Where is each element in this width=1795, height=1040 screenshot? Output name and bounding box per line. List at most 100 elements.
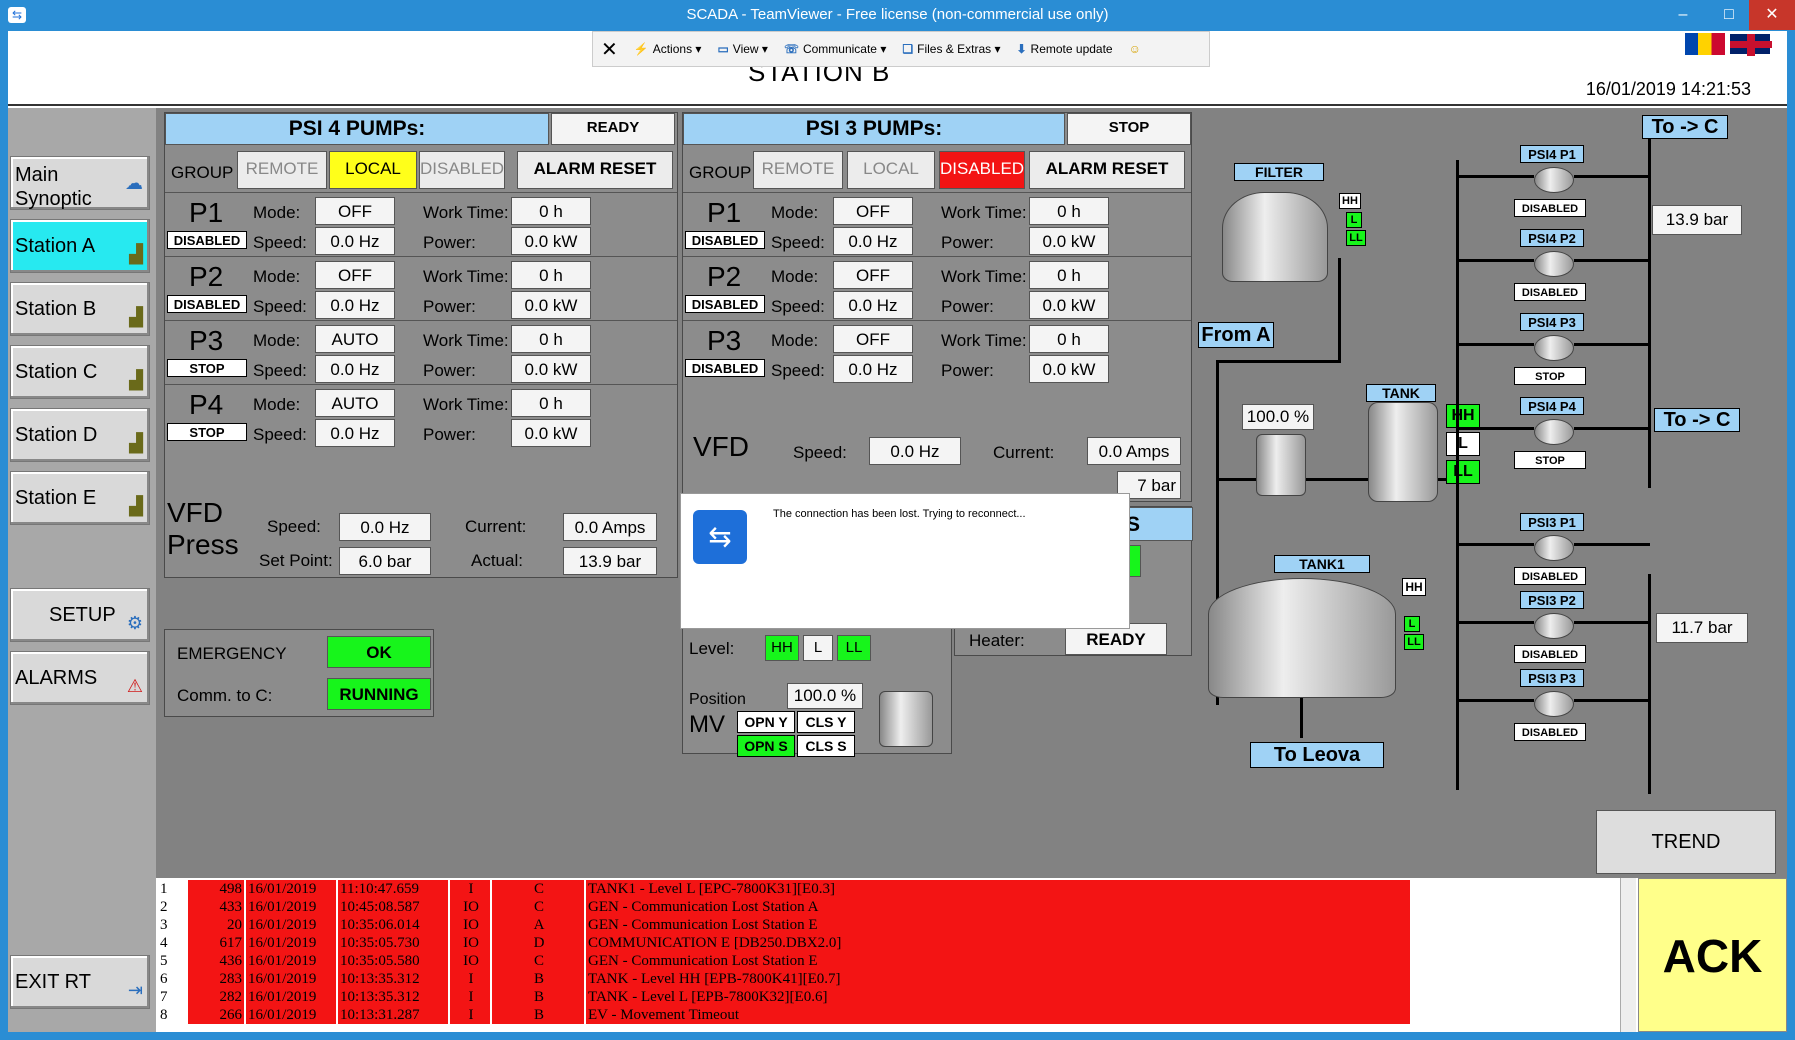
psi3-alarm-reset-button[interactable]: ALARM RESET bbox=[1029, 151, 1185, 189]
alarm-cell: 433 bbox=[188, 898, 244, 916]
factory-icon: ▟ bbox=[129, 433, 143, 453]
mv-cls-s-button[interactable]: CLS S bbox=[797, 735, 855, 757]
to-c-label-2: To -> C bbox=[1654, 408, 1740, 432]
alarm-cell: 2 bbox=[158, 898, 186, 916]
maximize-button[interactable]: □ bbox=[1724, 6, 1734, 23]
pump-icon bbox=[1534, 251, 1574, 277]
position-label: Position bbox=[689, 691, 746, 708]
pump-mode-value[interactable]: OFF bbox=[315, 197, 395, 225]
scada-header: STATION B 16/01/2019 14:21:53 ✕ ⚡Actions… bbox=[8, 31, 1787, 106]
alarm-cell: IO bbox=[450, 916, 490, 934]
mv-opn-s-button[interactable]: OPN S bbox=[737, 735, 795, 757]
trend-button[interactable]: TREND bbox=[1596, 810, 1776, 874]
smiley-icon[interactable]: ☺ bbox=[1128, 42, 1141, 56]
pipe bbox=[1458, 175, 1534, 178]
nav-station-b[interactable]: Station B▟ bbox=[10, 282, 150, 336]
files-menu[interactable]: ❏Files & Extras ▾ bbox=[902, 42, 1001, 56]
alarm-scrollbar[interactable] bbox=[1620, 878, 1636, 1032]
toolbar-close-icon[interactable]: ✕ bbox=[601, 38, 618, 61]
synoptic-pump-label: PSI4 P3 bbox=[1520, 313, 1584, 331]
tank1-l-indicator: L bbox=[1404, 616, 1420, 632]
minimize-button[interactable]: – bbox=[1678, 6, 1688, 23]
moldova-flag-icon[interactable] bbox=[1685, 33, 1725, 55]
pipe bbox=[1574, 543, 1650, 546]
pump-mode-value[interactable]: OFF bbox=[833, 261, 913, 289]
pump-power-value: 0.0 kW bbox=[1029, 227, 1109, 255]
language-flags[interactable] bbox=[1685, 33, 1775, 56]
uk-flag-icon[interactable] bbox=[1729, 33, 1772, 56]
alarm-cell: 10:45:08.587 bbox=[338, 898, 448, 916]
pump-mode-value[interactable]: OFF bbox=[833, 197, 913, 225]
psi3-vfd-speed-value: 0.0 Hz bbox=[869, 437, 961, 465]
nav-station-c[interactable]: Station C▟ bbox=[10, 345, 150, 399]
psi3-disabled-button[interactable]: DISABLED bbox=[939, 151, 1025, 189]
control-valve-icon bbox=[1256, 434, 1306, 496]
alarm-cell: B bbox=[492, 988, 584, 1006]
psi4-alarm-reset-button[interactable]: ALARM RESET bbox=[517, 151, 673, 189]
synoptic-pump-label: PSI4 P1 bbox=[1520, 145, 1584, 163]
mv-opn-y-button[interactable]: OPN Y bbox=[737, 711, 795, 733]
nav-station-e[interactable]: Station E▟ bbox=[10, 471, 150, 525]
pipe bbox=[1458, 621, 1534, 624]
setup-button[interactable]: SETUP⚙ bbox=[10, 588, 150, 642]
nav-main-synoptic[interactable]: Main Synoptic☁ bbox=[10, 156, 150, 210]
exit-rt-button[interactable]: EXIT RT⇥ bbox=[10, 955, 150, 1009]
pump-power-value: 0.0 kW bbox=[511, 291, 591, 319]
pump-speed-value: 0.0 Hz bbox=[833, 291, 913, 319]
psi4-disabled-button[interactable]: DISABLED bbox=[419, 151, 505, 189]
psi3-remote-button[interactable]: REMOTE bbox=[753, 151, 843, 189]
pump-icon bbox=[1534, 613, 1574, 639]
alarm-cell: 16/01/2019 bbox=[246, 1006, 336, 1024]
pump-mode-value[interactable]: AUTO bbox=[315, 325, 395, 353]
pump-speed-value: 0.0 Hz bbox=[315, 227, 395, 255]
pipe bbox=[1458, 343, 1534, 346]
pump-work-value: 0 h bbox=[511, 197, 591, 225]
pump-mode-value[interactable]: AUTO bbox=[315, 389, 395, 417]
remote-update-button[interactable]: ⬇Remote update bbox=[1016, 42, 1113, 56]
mode-label: Mode: bbox=[771, 331, 819, 350]
vfd-setpoint-value[interactable]: 6.0 bar bbox=[339, 547, 431, 575]
cloud-icon: ☁ bbox=[125, 173, 143, 193]
tank1-label: TANK1 bbox=[1274, 555, 1370, 573]
pipe bbox=[1574, 621, 1650, 624]
alarm-cell: 617 bbox=[188, 934, 244, 952]
warning-icon: ⚠ bbox=[126, 676, 143, 696]
psi3-local-button[interactable]: LOCAL bbox=[847, 151, 935, 189]
pump-work-value: 0 h bbox=[1029, 261, 1109, 289]
psi4-remote-button[interactable]: REMOTE bbox=[237, 151, 327, 189]
alarm-cell: C bbox=[492, 898, 584, 916]
navigation-sidebar: Main Synoptic☁ Station A▟ Station B▟ Sta… bbox=[8, 108, 156, 1032]
pump-divider bbox=[683, 256, 1191, 257]
pump-mode-value[interactable]: OFF bbox=[833, 325, 913, 353]
work-time-label: Work Time: bbox=[423, 331, 509, 350]
actions-menu[interactable]: ⚡Actions ▾ bbox=[633, 42, 702, 56]
communicate-menu[interactable]: ☏Communicate ▾ bbox=[783, 42, 887, 56]
pump-name: P1 bbox=[707, 197, 742, 228]
alarm-cell: 3 bbox=[158, 916, 186, 934]
mv-cls-y-button[interactable]: CLS Y bbox=[797, 711, 855, 733]
alarms-button[interactable]: ALARMS⚠ bbox=[10, 651, 150, 705]
view-menu[interactable]: ▭View ▾ bbox=[717, 42, 768, 56]
close-button[interactable]: ✕ bbox=[1749, 0, 1795, 30]
pump-mode-value[interactable]: OFF bbox=[315, 261, 395, 289]
nav-station-d[interactable]: Station D▟ bbox=[10, 408, 150, 462]
tank-label: TANK bbox=[1366, 384, 1436, 402]
psi3-panel: PSI 3 PUMPs: STOP GROUP REMOTE LOCAL DIS… bbox=[682, 112, 1192, 502]
pump-icon bbox=[1534, 335, 1574, 361]
mode-label: Mode: bbox=[253, 331, 301, 350]
psi3-vfd-label: VFD bbox=[693, 431, 749, 462]
psi4-local-button[interactable]: LOCAL bbox=[329, 151, 417, 189]
alarm-cell: EV - Movement Timeout bbox=[586, 1006, 1410, 1024]
nav-station-a[interactable]: Station A▟ bbox=[10, 219, 150, 273]
ack-button[interactable]: ACK bbox=[1638, 878, 1787, 1032]
pump-work-value: 0 h bbox=[511, 261, 591, 289]
pump-power-value: 0.0 kW bbox=[511, 355, 591, 383]
